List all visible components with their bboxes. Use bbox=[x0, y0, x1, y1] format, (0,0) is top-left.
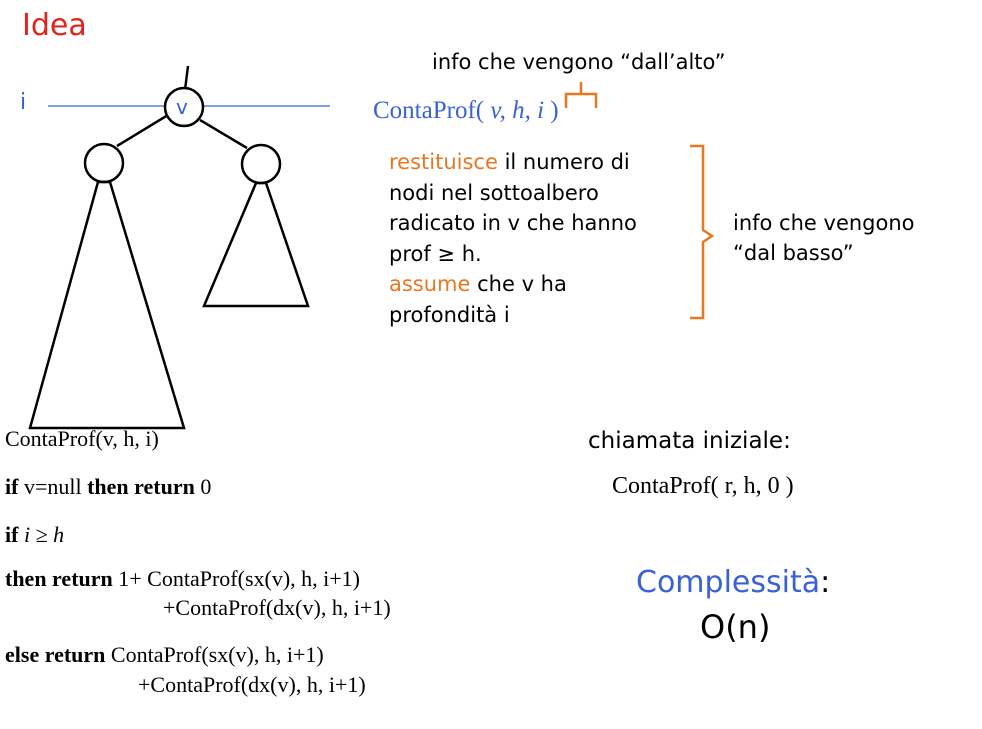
root-node bbox=[163, 86, 205, 128]
code-line-else-cont: +ContaProf(dx(v), h, i+1) bbox=[138, 672, 366, 697]
code-line-then: then return 1+ ContaProf(sx(v), h, i+1) bbox=[5, 566, 360, 592]
then-expr-1: 1+ ContaProf(sx(v), h, i+1) bbox=[112, 566, 360, 591]
complexity-value: O(n) bbox=[700, 608, 771, 646]
bottom-info-line-2: “dal basso” bbox=[733, 241, 854, 265]
depth-label: i bbox=[20, 90, 27, 115]
desc-line-2: nodi nel sottoalbero bbox=[389, 180, 599, 205]
parent-edge bbox=[183, 65, 190, 91]
desc-highlight-assume: assume bbox=[389, 272, 471, 296]
signature-args: v, h, i bbox=[484, 97, 551, 124]
top-brace bbox=[564, 82, 598, 108]
code-line-then-cont: +ContaProf(dx(v), h, i+1) bbox=[163, 595, 391, 620]
right-brace bbox=[690, 144, 715, 320]
right-subtree-triangle bbox=[202, 181, 310, 308]
function-description: restituisce il numero di nodi nel sottoa… bbox=[389, 147, 637, 330]
code-line-else: else return ContaProf(sx(v), h, i+1) bbox=[5, 642, 324, 668]
bottom-info-label: info che vengono “dal basso” bbox=[733, 208, 915, 268]
code-header: ContaProf(v, h, i) bbox=[5, 426, 159, 451]
desc-line-4: prof ≥ h. bbox=[389, 241, 482, 266]
return-zero: 0 bbox=[194, 474, 212, 499]
initial-call-label: chiamata iniziale: bbox=[588, 428, 791, 454]
desc-line-5-rest: che v ha bbox=[470, 272, 567, 296]
slide-title: Idea bbox=[22, 8, 87, 43]
cond-null: v=null bbox=[18, 474, 88, 499]
desc-line-3: radicato in v che hanno bbox=[389, 211, 637, 235]
desc-line-6: profondità i bbox=[389, 302, 510, 327]
left-subtree-triangle bbox=[28, 180, 186, 430]
else-expr-1: ContaProf(sx(v), h, i+1) bbox=[105, 642, 324, 667]
code-line-if-depth: if i ≥ h bbox=[5, 522, 64, 548]
top-info-label: info che vengono “dall’alto” bbox=[432, 50, 726, 74]
complexity-title: Complessità: bbox=[636, 565, 830, 600]
desc-highlight-restituisce: restituisce bbox=[389, 150, 498, 174]
cond-depth: i ≥ h bbox=[18, 522, 65, 547]
right-edge bbox=[199, 118, 248, 150]
desc-line-5: assume che v ha bbox=[389, 269, 637, 300]
kw-then-return: then return bbox=[87, 474, 195, 499]
signature-name: ContaProf( bbox=[373, 97, 485, 124]
initial-call: ContaProf( r, h, 0 ) bbox=[612, 473, 794, 499]
left-edge bbox=[116, 113, 169, 148]
left-child-node bbox=[83, 142, 125, 184]
root-node-label: v bbox=[176, 95, 188, 119]
function-signature: ContaProf( v, h, i ) bbox=[373, 97, 559, 125]
complexity-title-text: Complessità bbox=[636, 565, 821, 600]
bottom-info-line-1: info che vengono bbox=[733, 211, 915, 235]
kw-if-2: if bbox=[5, 522, 19, 547]
kw-then-return-2: then return bbox=[5, 566, 113, 591]
kw-if: if bbox=[5, 474, 19, 499]
complexity-colon: : bbox=[820, 565, 831, 600]
right-child-node bbox=[240, 143, 282, 185]
code-line-if-null: if v=null then return 0 bbox=[5, 474, 211, 500]
signature-close: ) bbox=[550, 97, 559, 124]
kw-else-return: else return bbox=[5, 642, 106, 667]
desc-line-1: restituisce il numero di bbox=[389, 147, 637, 178]
desc-line-1-rest: il numero di bbox=[497, 150, 630, 174]
